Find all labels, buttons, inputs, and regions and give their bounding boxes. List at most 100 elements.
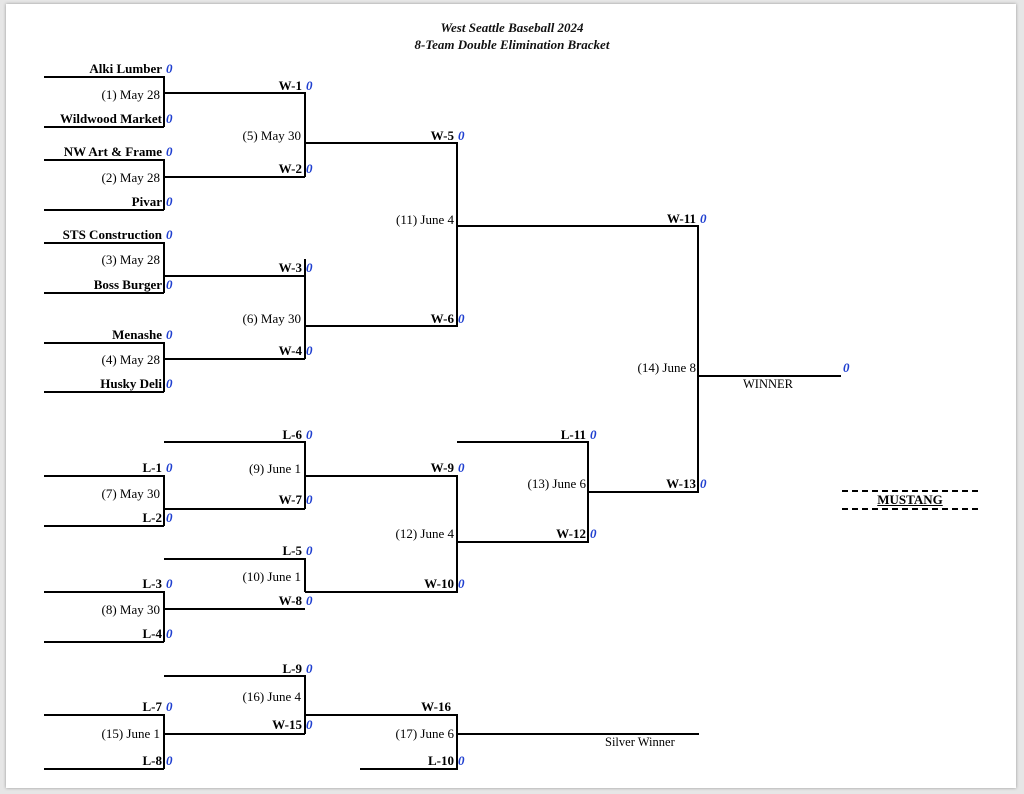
team-name: Boss Burger: [93, 277, 162, 292]
bracket-line: [305, 475, 458, 477]
score: 0: [306, 260, 313, 275]
game-label: (9) June 1: [249, 461, 301, 476]
game-label: (6) May 30: [242, 311, 302, 326]
game-label: (10) June 1: [242, 569, 302, 584]
score: 0: [700, 476, 707, 491]
bracket-line: [44, 342, 164, 344]
game-label: (8) May 30: [101, 602, 161, 617]
silver-winner-label: Silver Winner: [605, 735, 675, 749]
score: 0: [166, 510, 173, 525]
bracket-line: [164, 441, 305, 443]
slot-label: L-4: [142, 626, 163, 641]
slot-label: W-15: [272, 717, 302, 732]
bracket-line: [44, 209, 164, 211]
score: 0: [166, 327, 173, 342]
game-label: (12) June 4: [395, 526, 455, 541]
slot-label: W-13: [666, 476, 696, 491]
score: 0: [166, 699, 173, 714]
slot-label: L-2: [142, 510, 163, 525]
bracket-line: [44, 126, 164, 128]
game-label: (14) June 8: [637, 360, 697, 375]
score: 0: [306, 492, 313, 507]
game-label: (4) May 28: [101, 352, 161, 367]
bracket-line: [44, 768, 164, 770]
page-subtitle: 8-Team Double Elimination Bracket: [414, 37, 610, 52]
score: 0: [458, 753, 465, 768]
score: 0: [458, 576, 465, 591]
slot-label: W-2: [278, 161, 302, 176]
slot-label: W-3: [278, 260, 302, 275]
score: 0: [306, 593, 313, 608]
score: 0: [700, 211, 707, 226]
bracket-line: [164, 675, 305, 677]
bracket-line: [164, 508, 305, 510]
bracket-line: [44, 641, 164, 643]
winner-line: [698, 375, 841, 377]
game-label: (5) May 30: [242, 128, 302, 143]
team-name: Wildwood Market: [60, 111, 162, 126]
score: 0: [166, 626, 173, 641]
slot-label: L-5: [282, 543, 303, 558]
slot-label: W-9: [430, 460, 454, 475]
slot-label: W-10: [424, 576, 454, 591]
page-title: West Seattle Baseball 2024: [440, 20, 584, 35]
bracket-line: [305, 325, 458, 327]
slot-label: L-3: [142, 576, 163, 591]
badge-border-top: [842, 490, 978, 492]
bracket-line: [164, 608, 305, 610]
slot-label: W-12: [556, 526, 586, 541]
slot-label: L-6: [282, 427, 303, 442]
bracket-line: [163, 591, 165, 642]
bracket-line: [457, 225, 699, 227]
bracket-line: [164, 358, 305, 360]
slot-label: W-5: [430, 128, 454, 143]
score: 0: [590, 526, 597, 541]
game-label: (2) May 28: [101, 170, 161, 185]
bracket-line: [163, 242, 165, 293]
score: 0: [306, 78, 313, 93]
game-label: (11) June 4: [395, 212, 454, 227]
slot-label: L-1: [142, 460, 163, 475]
bracket-line: [44, 391, 164, 393]
score: 0: [166, 753, 173, 768]
slot-label: L-9: [282, 661, 303, 676]
team-name: NW Art & Frame: [63, 144, 162, 159]
bracket-line: [164, 733, 305, 735]
score: 0: [458, 311, 465, 326]
bracket-line: [457, 541, 589, 543]
score: 0: [306, 161, 313, 176]
game-label: (3) May 28: [101, 252, 161, 267]
bracket-line: [163, 76, 165, 127]
score: 0: [843, 360, 850, 375]
bracket-line: [456, 142, 458, 326]
game-label: (13) June 6: [527, 476, 587, 491]
bracket-line: [305, 591, 458, 593]
bracket-line: [456, 714, 458, 769]
score: 0: [306, 343, 313, 358]
score: 0: [166, 111, 173, 126]
slot-label: L-8: [142, 753, 163, 768]
bracket-line: [44, 714, 164, 716]
bracket-line: [305, 714, 458, 716]
slot-label: W-7: [278, 492, 302, 507]
score: 0: [166, 227, 173, 242]
score: 0: [306, 661, 313, 676]
bracket-line: [44, 475, 164, 477]
slot-label: W-8: [278, 593, 302, 608]
score: 0: [166, 144, 173, 159]
slot-label: W-16: [421, 699, 451, 714]
slot-label: L-11: [560, 427, 586, 442]
game-label: (17) June 6: [395, 726, 455, 741]
bracket-line: [163, 342, 165, 392]
silver-winner-line: [457, 733, 699, 735]
score: 0: [306, 543, 313, 558]
team-name: Husky Deli: [100, 376, 162, 391]
slot-label: W-4: [278, 343, 302, 358]
bracket-line: [44, 292, 164, 294]
team-badge: MUSTANG: [877, 492, 943, 507]
bracket-line: [456, 475, 458, 592]
game-label: (15) June 1: [101, 726, 161, 741]
bracket-line: [44, 591, 164, 593]
score: 0: [306, 717, 313, 732]
score: 0: [306, 427, 313, 442]
